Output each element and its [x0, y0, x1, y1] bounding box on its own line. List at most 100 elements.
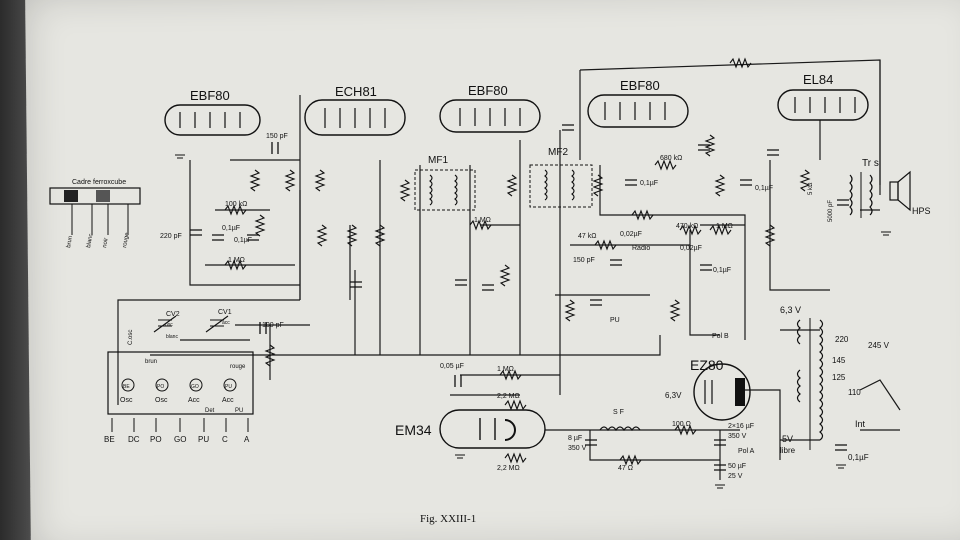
cap-sub: blanc: [166, 334, 178, 340]
tap-label: 110: [848, 388, 861, 397]
label: 350 V: [728, 433, 747, 440]
row-label: PU: [235, 408, 243, 414]
antenna-title: Cadre ferroxcube: [72, 179, 126, 186]
power-transformer: 6,3 V 5V libre 220 245 V 145 125 110 Int…: [665, 305, 890, 462]
figure-caption: Fig. XXIII-1: [420, 513, 476, 525]
label: 150 pF: [266, 133, 288, 140]
tube-ech81: ECH81: [304, 84, 406, 136]
label: 0,02µF: [620, 231, 642, 238]
tube-label: EBF80: [620, 78, 660, 93]
wire-label: blanc: [86, 233, 94, 248]
transformer-mf1: MF1: [414, 155, 476, 211]
pin-label: DC: [128, 435, 140, 444]
cap-sub: osc: [165, 322, 173, 328]
label: 2,2 MΩ: [497, 393, 520, 400]
voltage-label: 6,3 V: [780, 305, 801, 315]
tube-ebf80-2: EBF80: [439, 83, 541, 133]
label: 47 kΩ: [578, 233, 596, 240]
label: 680 kΩ: [660, 155, 682, 162]
pin-label: C: [222, 435, 228, 444]
tube-em34: EM34: [395, 409, 546, 449]
label: Radio: [632, 245, 650, 252]
label: 5000 pF: [828, 200, 834, 222]
pin-label: GO: [174, 435, 186, 444]
tap-label: 125: [832, 373, 846, 382]
knob-label: GO: [191, 384, 199, 390]
voltage-label: 5V: [782, 434, 793, 444]
label: 0,1µF: [713, 267, 731, 274]
tube-label: EM34: [395, 422, 432, 438]
label: 0,1µF: [640, 180, 658, 187]
switch-label: Int: [855, 419, 866, 429]
label: 470 kΩ: [676, 223, 698, 230]
label: 5 kΩ: [808, 182, 814, 195]
label: 8 µF: [568, 435, 582, 442]
wire-label: rouge: [122, 232, 131, 249]
label: Pol A: [738, 448, 755, 455]
wiring: [117, 59, 901, 480]
label: S F: [613, 409, 624, 416]
selector-knobs: BE PO GO PU: [121, 378, 237, 392]
capacitors: [190, 124, 849, 471]
tube-ebf80-3: EBF80: [587, 78, 689, 128]
tube-el84: EL84: [777, 72, 869, 121]
wire-label: noir: [102, 237, 110, 248]
label: 0,02µF: [680, 245, 702, 252]
tap-label: 245 V: [868, 341, 890, 350]
knob-label: BE: [123, 384, 130, 390]
label: PU: [610, 317, 620, 324]
label: 100 Ω: [672, 421, 691, 428]
wire-label: rouge: [230, 364, 246, 370]
tube-label: EBF80: [190, 88, 230, 103]
band-selector: BE PO GO PU Osc Osc Acc Acc Det PU brun …: [104, 351, 254, 444]
tube-ebf80-1: EBF80: [164, 88, 261, 136]
speaker-symbol: HPS: [889, 170, 931, 216]
switch-label: Acc: [222, 397, 234, 404]
knob-label: PO: [157, 384, 164, 390]
component-labels: 150 pF 100 pF 220 pF 0,1µF 0,1µF 100 kΩ …: [160, 133, 834, 480]
cap-sub: C.osc: [128, 330, 134, 345]
variable-capacitors: CV2 CV1 osc acc blanc C.osc: [128, 309, 232, 345]
switch-label: Acc: [188, 397, 200, 404]
tap-label: 220: [835, 335, 849, 344]
label: 0,1µF: [222, 225, 240, 232]
transformer-mf2: MF2: [529, 147, 593, 208]
tube-label: ECH81: [335, 84, 377, 99]
output-transformer: Tr s: [849, 158, 879, 218]
label: 100 pF: [262, 322, 284, 329]
label: 50 µF: [728, 463, 746, 470]
label: 47 Ω: [618, 465, 633, 472]
tap-label: 145: [832, 356, 846, 365]
label: 0,1µF: [234, 237, 252, 244]
label: 2×16 µF: [728, 423, 754, 430]
cap-label: CV2: [166, 311, 180, 318]
transformer-label: Tr s: [862, 158, 879, 169]
tube-label: EBF80: [468, 83, 508, 98]
pin-label: PO: [150, 435, 162, 444]
row-label: Det: [205, 408, 215, 414]
label: 220 pF: [160, 233, 182, 240]
cap-sub: acc: [222, 320, 230, 326]
transformer-label: MF1: [428, 155, 448, 166]
pin-label: PU: [198, 435, 209, 444]
filter-choke: [599, 426, 641, 432]
wire-label: brun: [66, 235, 74, 248]
tube-label: EL84: [803, 72, 833, 87]
label: 1 MΩ: [228, 257, 245, 264]
knob-label: PU: [225, 384, 232, 390]
cap-label: CV1: [218, 309, 232, 316]
speaker-label: HPS: [912, 206, 931, 216]
label: 1 MΩ: [497, 366, 514, 373]
pin-label: BE: [104, 435, 115, 444]
tube-ez80: EZ80: [690, 357, 751, 421]
label: 1 MΩ: [474, 217, 491, 224]
label: 2,2 MΩ: [497, 465, 520, 472]
label: 0,1µF: [755, 185, 773, 192]
voltage-label: 6,3V: [665, 391, 682, 400]
ferrite-antenna: Cadre ferroxcube brun blanc noir rouge: [49, 179, 141, 249]
pin-label: A: [244, 435, 250, 444]
resistors: [224, 57, 811, 466]
label: 25 V: [728, 473, 743, 480]
